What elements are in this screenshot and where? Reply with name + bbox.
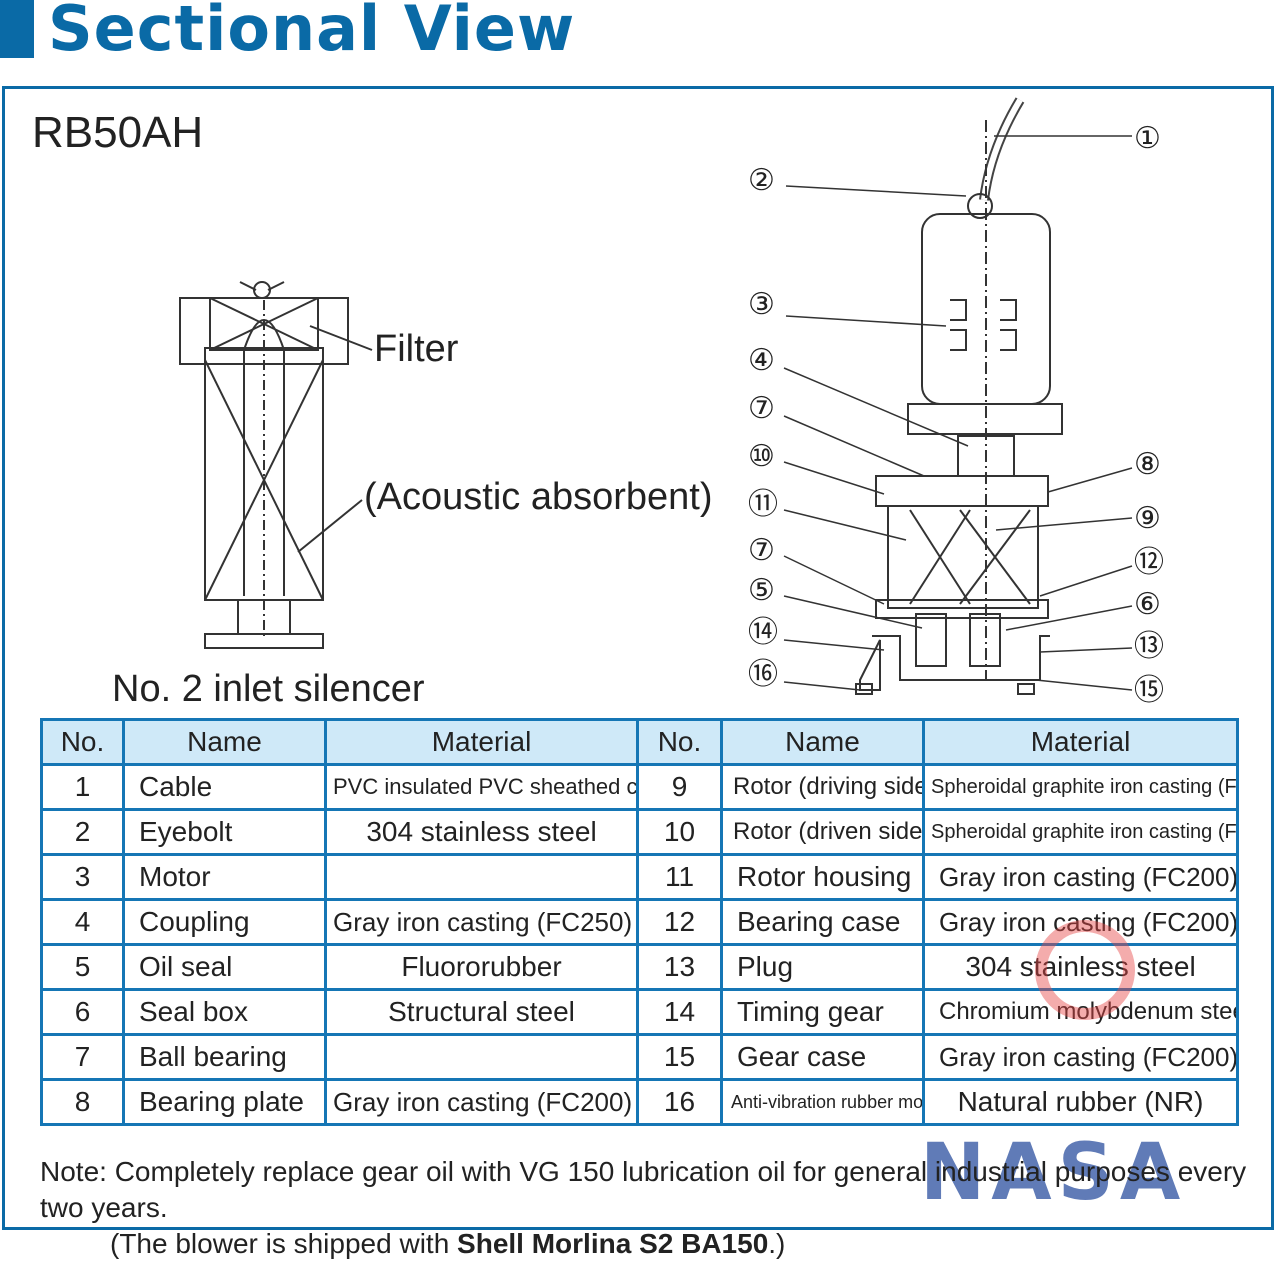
cell-no: 1: [40, 763, 125, 811]
header-material-left: Material: [324, 718, 639, 766]
cell-name: Rotor (driving side): [720, 763, 925, 811]
cell-name: Rotor (driven side): [720, 808, 925, 856]
cell-material: Fluororubber: [324, 943, 639, 991]
cell-no: 3: [40, 853, 125, 901]
header-no-left: No.: [40, 718, 125, 766]
table-row: 6 Seal box Structural steel 14 Timing ge…: [40, 988, 1239, 1036]
cell-material: Gray iron casting (FC200): [922, 853, 1239, 901]
cell-material: Gray iron casting (FC200): [324, 1078, 639, 1126]
cell-name: Oil seal: [122, 943, 327, 991]
callout-4: ④: [748, 344, 775, 377]
cell-no: 7: [40, 1033, 125, 1081]
table-row: 3 Motor 11 Rotor housing Gray iron casti…: [40, 853, 1239, 901]
cell-name: Rotor housing: [720, 853, 925, 901]
cell-material: Gray iron casting (FC200): [922, 1033, 1239, 1081]
callout-11: ⑪: [748, 488, 778, 521]
watermark-gear-icon: [1035, 920, 1135, 1020]
callout-9: ⑨: [1134, 502, 1161, 535]
parts-table: No. Name Material No. Name Material 1 Ca…: [40, 718, 1239, 1126]
cell-no: 14: [636, 988, 723, 1036]
note-line-2-suffix: .): [768, 1228, 786, 1259]
header-name-left: Name: [122, 718, 327, 766]
silencer-drawing: [179, 281, 373, 649]
cell-no: 13: [636, 943, 723, 991]
cell-name: Bearing case: [720, 898, 925, 946]
callout-2: ②: [748, 164, 775, 197]
table-row: 8 Bearing plate Gray iron casting (FC200…: [40, 1078, 1239, 1126]
oil-product-name: Shell Morlina S2 BA150: [457, 1228, 769, 1259]
page-title: Sectional View: [48, 0, 576, 65]
note-text: Note: Completely replace gear oil with V…: [40, 1154, 1280, 1262]
cell-material: Spheroidal graphite iron casting (FCD500…: [922, 763, 1239, 811]
cell-no: 5: [40, 943, 125, 991]
callout-12: ⑫: [1134, 546, 1164, 579]
cell-name: Gear case: [720, 1033, 925, 1081]
cell-material: Structural steel: [324, 988, 639, 1036]
cell-name: Ball bearing: [122, 1033, 327, 1081]
callout-15: ⑮: [1134, 674, 1164, 707]
callout-16: ⑯: [748, 658, 778, 691]
header-no-right: No.: [636, 718, 723, 766]
callout-8: ⑧: [1134, 448, 1161, 481]
cell-name: Seal box: [122, 988, 327, 1036]
leader-lines: [783, 135, 1133, 691]
motor-body: [921, 213, 1051, 405]
cell-name: Eyebolt: [122, 808, 327, 856]
table-row: 2 Eyebolt 304 stainless steel 10 Rotor (…: [40, 808, 1239, 856]
cell-no: 8: [40, 1078, 125, 1126]
cell-material: 304 stainless steel: [324, 808, 639, 856]
table-header-row: No. Name Material No. Name Material: [40, 718, 1239, 766]
cell-no: 9: [636, 763, 723, 811]
cell-no: 12: [636, 898, 723, 946]
table-row: 1 Cable PVC insulated PVC sheathed cable…: [40, 763, 1239, 811]
callout-1: ①: [1134, 122, 1161, 155]
model-name: RB50AH: [32, 108, 204, 157]
cell-material: Natural rubber (NR): [922, 1078, 1239, 1126]
cell-no: 10: [636, 808, 723, 856]
callout-7b: ⑦: [748, 534, 775, 567]
cell-name: Motor: [122, 853, 327, 901]
callout-3: ③: [748, 288, 775, 321]
callout-7a: ⑦: [748, 392, 775, 425]
callout-13: ⑬: [1134, 630, 1164, 663]
callout-10: ⑩: [748, 440, 775, 473]
content-frame: [2, 86, 1274, 1230]
header-name-right: Name: [720, 718, 925, 766]
table-row: 7 Ball bearing 15 Gear case Gray iron ca…: [40, 1033, 1239, 1081]
cell-name: Coupling: [122, 898, 327, 946]
note-line-2-prefix: (The blower is shipped with: [110, 1228, 458, 1259]
cell-no: 15: [636, 1033, 723, 1081]
cell-material: [324, 1033, 639, 1081]
cell-no: 6: [40, 988, 125, 1036]
watermark-logo: NASA: [920, 1128, 1187, 1218]
sectional-drawing: ① ② ③ ④ ⑦ ⑩ ⑪ ⑦ ⑤ ⑭ ⑯ ⑧ ⑨ ⑫ ⑥ ⑬ ⑮: [179, 97, 1164, 707]
filter-label: Filter: [374, 328, 459, 370]
cell-no: 4: [40, 898, 125, 946]
note-line-1: Note: Completely replace gear oil with V…: [40, 1156, 1247, 1223]
cell-no: 11: [636, 853, 723, 901]
cell-no: 16: [636, 1078, 723, 1126]
callout-5: ⑤: [748, 574, 775, 607]
note-line-2: (The blower is shipped with Shell Morlin…: [40, 1226, 1280, 1262]
cell-name: Plug: [720, 943, 925, 991]
cell-no: 2: [40, 808, 125, 856]
cell-name: Bearing plate: [122, 1078, 327, 1126]
absorbent-label: (Acoustic absorbent): [364, 476, 713, 518]
cell-material: PVC insulated PVC sheathed cable: [324, 763, 639, 811]
cell-material: Spheroidal graphite iron casting (FCD500…: [922, 808, 1239, 856]
cell-name: Anti-vibration rubber mount: [720, 1078, 925, 1126]
silencer-caption: No. 2 inlet silencer: [112, 668, 425, 710]
table-row: 4 Coupling Gray iron casting (FC250) 12 …: [40, 898, 1239, 946]
blower-drawing: [855, 97, 1063, 695]
callout-numbers: ① ② ③ ④ ⑦ ⑩ ⑪ ⑦ ⑤ ⑭ ⑯ ⑧ ⑨ ⑫ ⑥ ⑬ ⑮: [748, 122, 1164, 707]
cell-material: [324, 853, 639, 901]
header-material-right: Material: [922, 718, 1239, 766]
callout-14: ⑭: [748, 616, 778, 649]
cell-material: Gray iron casting (FC250): [324, 898, 639, 946]
cell-name: Timing gear: [720, 988, 925, 1036]
callout-6: ⑥: [1134, 588, 1161, 621]
title-accent-bar: [0, 0, 34, 58]
cell-name: Cable: [122, 763, 327, 811]
